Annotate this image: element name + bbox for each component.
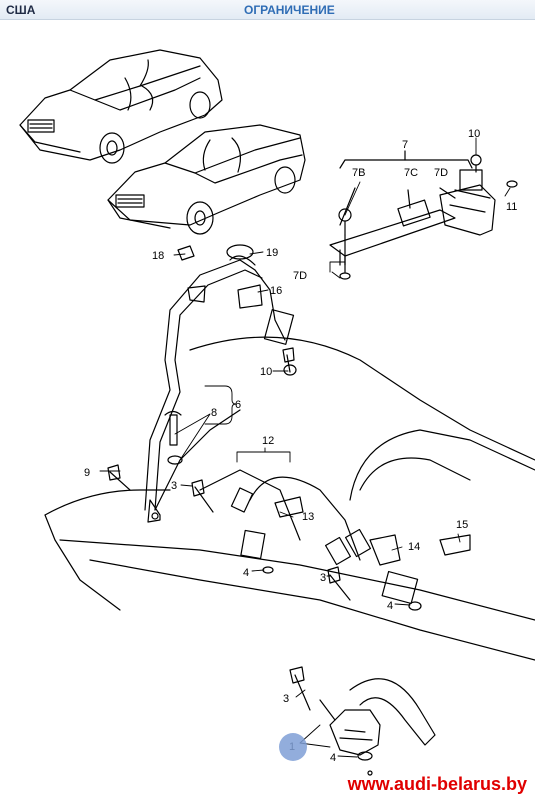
callout-10-mid: 10 xyxy=(260,366,272,378)
callout-7b: 7B xyxy=(352,167,365,179)
buckle-parts xyxy=(147,244,471,611)
bolts xyxy=(107,347,351,711)
callout-7c: 7C xyxy=(404,167,418,179)
callout-4-lower: 4 xyxy=(330,752,336,764)
sedan-illustration xyxy=(19,49,223,164)
callout-labels: 1 3 3 3 4 4 4 6 7 7B 7C 7D 7D 8 9 10 10 … xyxy=(84,128,517,764)
callout-18: 18 xyxy=(152,250,164,262)
callout-10-top: 10 xyxy=(468,128,480,140)
callout-11: 11 xyxy=(506,201,517,213)
callout-14: 14 xyxy=(408,541,420,553)
callout-6: 6 xyxy=(235,399,241,411)
highlight-marker xyxy=(279,733,307,761)
part-1-retractor xyxy=(319,678,436,776)
callout-19: 19 xyxy=(266,247,278,259)
header-bar: США ОГРАНИЧЕНИЕ xyxy=(0,0,535,20)
callout-3-left: 3 xyxy=(171,480,177,492)
watermark-link[interactable]: www.audi-belarus.by xyxy=(347,774,527,794)
part-7-rail-assembly xyxy=(329,150,518,280)
callout-7: 7 xyxy=(402,139,408,151)
callout-3-lower: 3 xyxy=(283,693,289,705)
callout-16: 16 xyxy=(270,285,282,297)
parts-diagram: 1 3 3 3 4 4 4 6 7 7B 7C 7D 7D 8 9 10 10 … xyxy=(19,49,535,776)
section-title: ОГРАНИЧЕНИЕ xyxy=(244,3,335,17)
region-label: США xyxy=(6,3,36,17)
belt-webbing xyxy=(44,255,535,661)
callout-15: 15 xyxy=(456,519,468,531)
callout-12: 12 xyxy=(262,435,274,447)
callout-3-center: 3 xyxy=(320,572,326,584)
callout-4-left: 4 xyxy=(243,567,249,579)
wagon-illustration xyxy=(107,124,306,235)
callout-7d-top: 7D xyxy=(434,167,448,179)
callout-8: 8 xyxy=(211,407,217,419)
callout-7d-lower: 7D xyxy=(293,270,307,282)
leader-lines xyxy=(99,137,511,758)
callout-4-right: 4 xyxy=(387,600,393,612)
callout-13: 13 xyxy=(302,511,314,523)
callout-9: 9 xyxy=(84,467,90,479)
